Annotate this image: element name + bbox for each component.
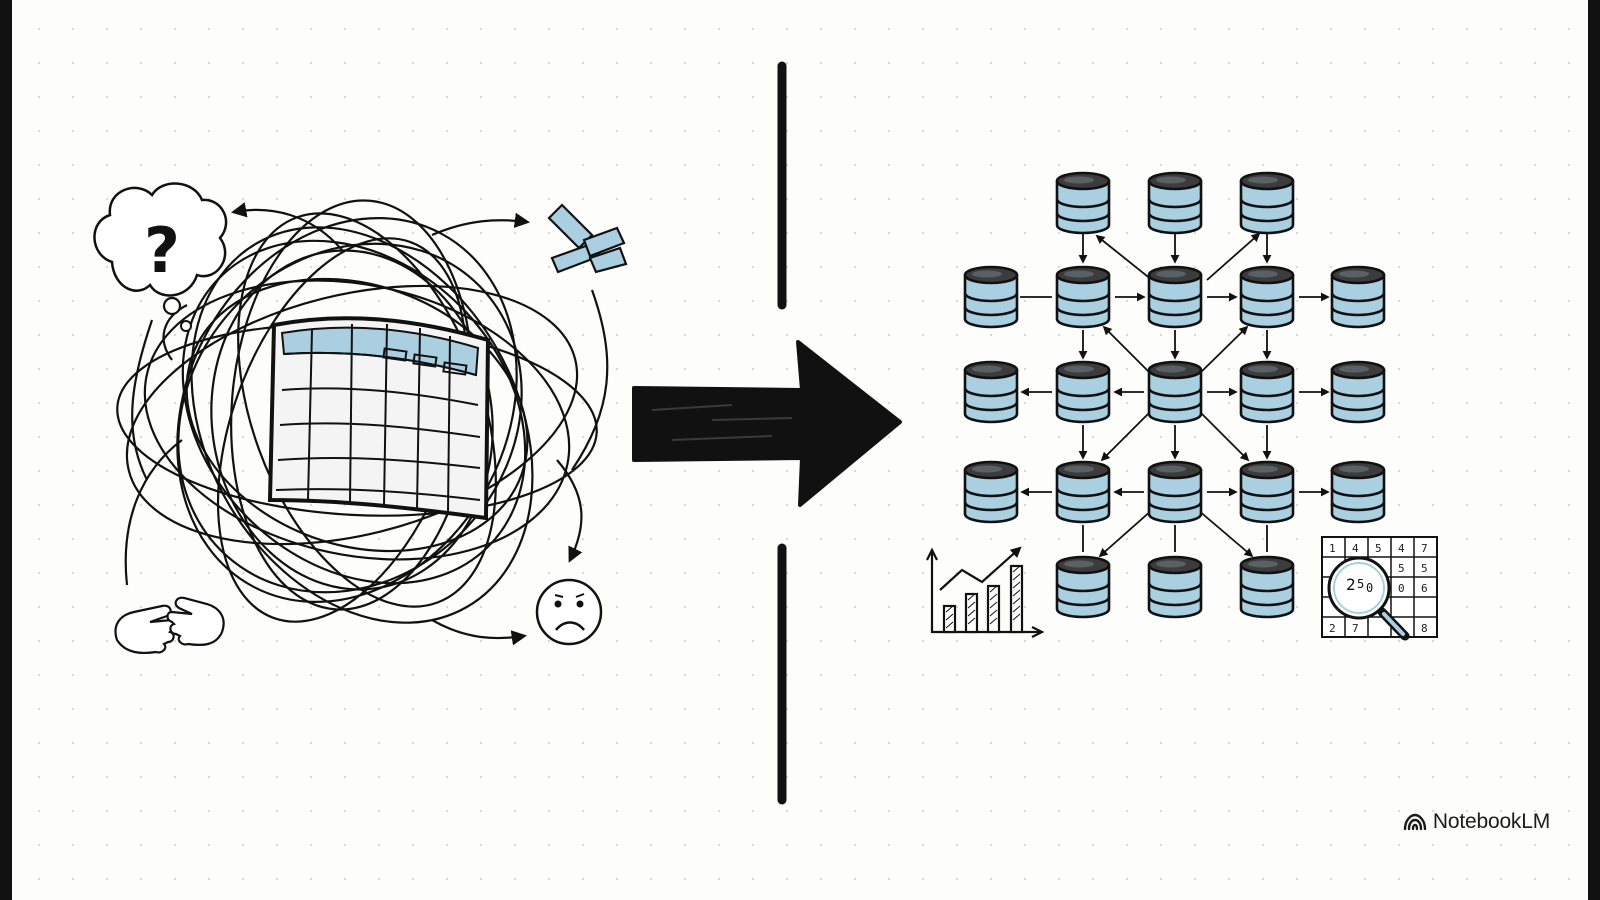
grid-number: 7: [1352, 622, 1359, 635]
lens-number: 2: [1346, 575, 1356, 594]
database-icon: [1239, 171, 1295, 235]
database-icon: [1330, 460, 1386, 524]
brand-name: NotebookLM: [1432, 810, 1550, 833]
spreadsheet-icon: [267, 316, 491, 521]
database-icon: [1239, 360, 1295, 424]
database-icon: [1055, 555, 1111, 619]
database-icon: [1147, 171, 1203, 235]
big-arrow-icon: [632, 340, 902, 507]
network-edges: [1020, 231, 1330, 558]
grid-number: 7: [1421, 542, 1428, 555]
grid-number: 4: [1398, 542, 1405, 555]
slide-canvas: ?: [12, 0, 1588, 900]
database-icon: [1239, 265, 1295, 329]
database-icon: [963, 360, 1019, 424]
grid-number: 5: [1421, 562, 1428, 575]
open-hands-icon: [114, 596, 225, 655]
grid-number: 5: [1398, 562, 1405, 575]
grid-number: 1: [1329, 542, 1336, 555]
database-icon: [1239, 460, 1295, 524]
broken-blocks-icon: [547, 203, 628, 274]
grid-number: 6: [1421, 582, 1428, 595]
bar-chart-icon: [926, 546, 1045, 638]
database-icon: [963, 460, 1019, 524]
database-icon: [963, 265, 1019, 329]
grid-number: 2: [1329, 622, 1336, 635]
database-icon: [1147, 360, 1203, 424]
grid-number: 5: [1375, 542, 1382, 555]
database-icon: [1147, 460, 1203, 524]
svg-text:?: ?: [144, 214, 180, 287]
diagram: ?: [93, 61, 1438, 805]
database-icon: [1055, 360, 1111, 424]
question-cloud-icon: ?: [93, 182, 228, 332]
brand-watermark: NotebookLM: [1403, 810, 1550, 834]
notebooklm-logo-icon: [1403, 813, 1427, 831]
grid-number: 4: [1352, 542, 1359, 555]
sad-face-icon: [535, 578, 603, 646]
database-icon: [1055, 460, 1111, 524]
grid-number: 8: [1421, 622, 1428, 635]
database-icon: [1330, 360, 1386, 424]
chaos-arrows: [124, 202, 609, 646]
database-icon: [1239, 555, 1295, 619]
database-icon: [1055, 265, 1111, 329]
lens-number: 5: [1357, 577, 1364, 591]
database-icon: [1147, 555, 1203, 619]
database-icon: [1055, 171, 1111, 235]
magnifier-grid-icon: 1 4 5 4 7 5 5 0 6 2 7 8 2 5 0: [1321, 536, 1438, 641]
database-icon: [1330, 265, 1386, 329]
lens-number: 0: [1366, 581, 1373, 595]
grid-number: 0: [1398, 582, 1405, 595]
database-icon: [1147, 265, 1203, 329]
